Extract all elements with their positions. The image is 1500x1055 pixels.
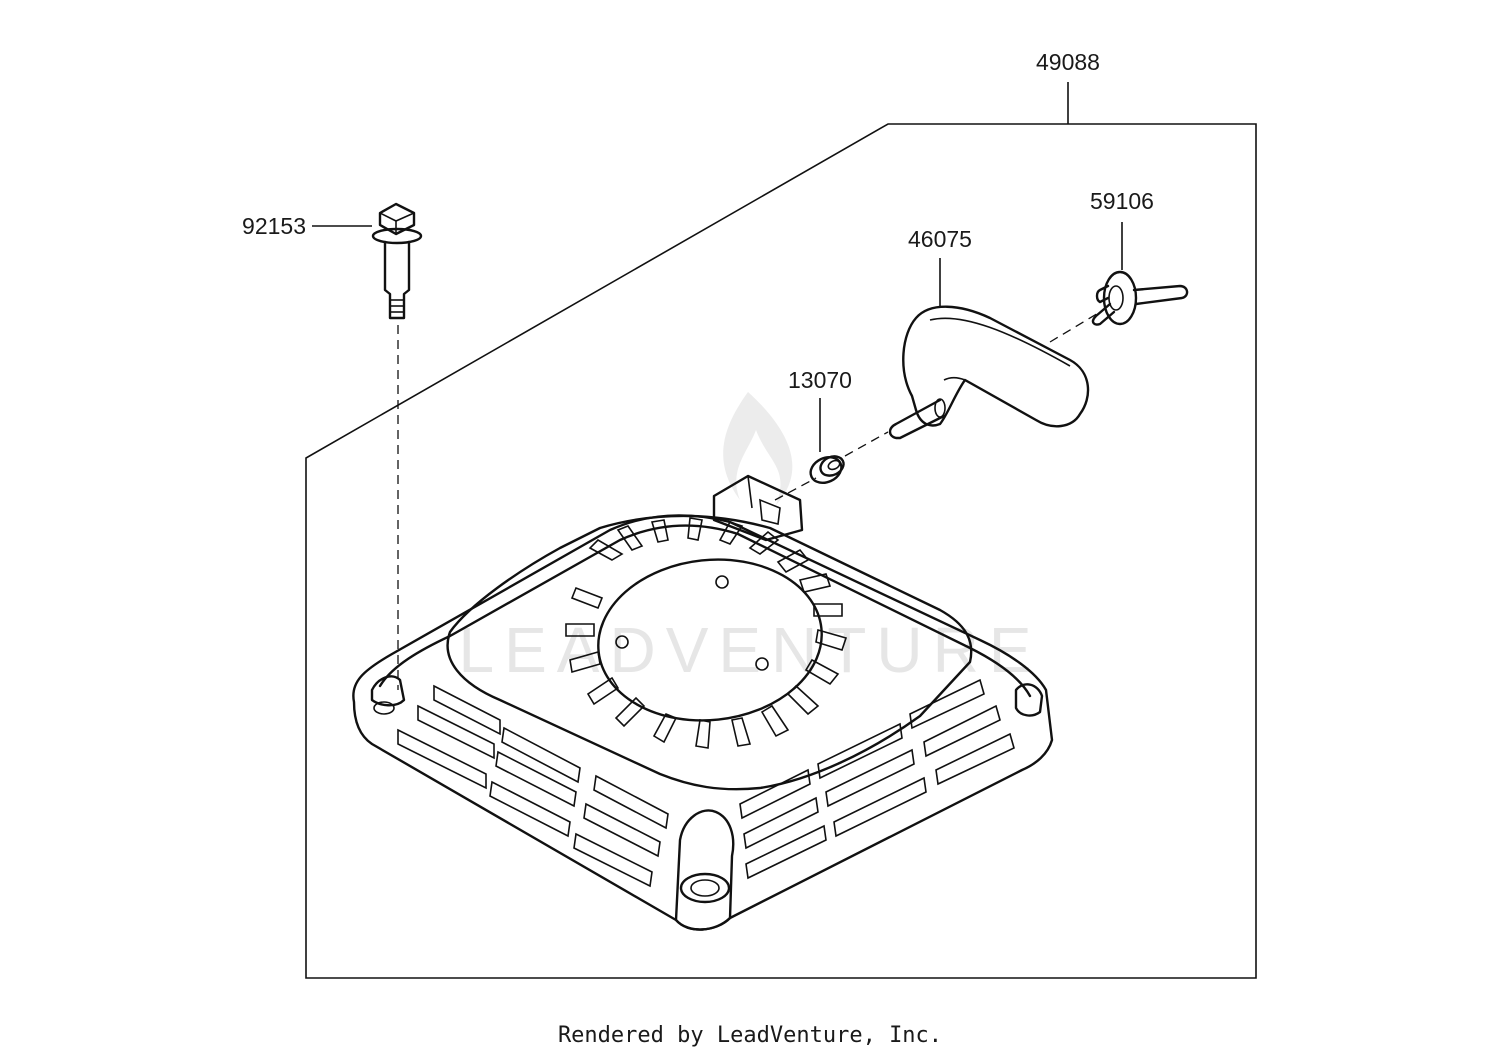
left-boss [370,675,406,707]
t-handle-icon[interactable] [888,305,1090,440]
grommet-axis-line [774,477,817,501]
hub-hole-top [715,575,729,589]
footer-credit: Rendered by LeadVenture, Inc. [558,1023,942,1048]
assembly-axis-lines [397,311,1101,690]
handle-axis-line [844,431,889,457]
flame-logo-icon [723,392,793,505]
leader-lines [312,82,1123,452]
part-label-49088[interactable]: 49088 [1036,49,1100,75]
recoil-starter-housing-icon[interactable] [352,474,1054,931]
front-boss [674,809,735,931]
front-screw-hole [679,872,731,904]
right-boss [1014,683,1044,717]
hub-hole-left [615,635,629,649]
assembly-outline [305,123,1257,979]
part-label-92153[interactable]: 92153 [242,213,306,239]
side-louvers-right [739,678,1015,880]
side-louvers-left [397,684,669,888]
hub-hole-right [755,657,769,671]
part-label-46075[interactable]: 46075 [908,226,972,252]
part-label-13070[interactable]: 13070 [788,367,852,393]
rope-retainer-icon[interactable] [1091,270,1189,326]
rope-axis-line [1049,311,1101,343]
radial-vents [565,517,848,749]
part-labels: 49088 92153 59106 46075 13070 [242,49,1154,393]
grommet-icon[interactable] [806,452,846,487]
watermark: LEADVENTURE [459,392,1042,686]
watermark-text: LEADVENTURE [459,614,1042,686]
part-label-59106[interactable]: 59106 [1090,188,1154,214]
flange-bolt-icon[interactable] [371,202,423,320]
